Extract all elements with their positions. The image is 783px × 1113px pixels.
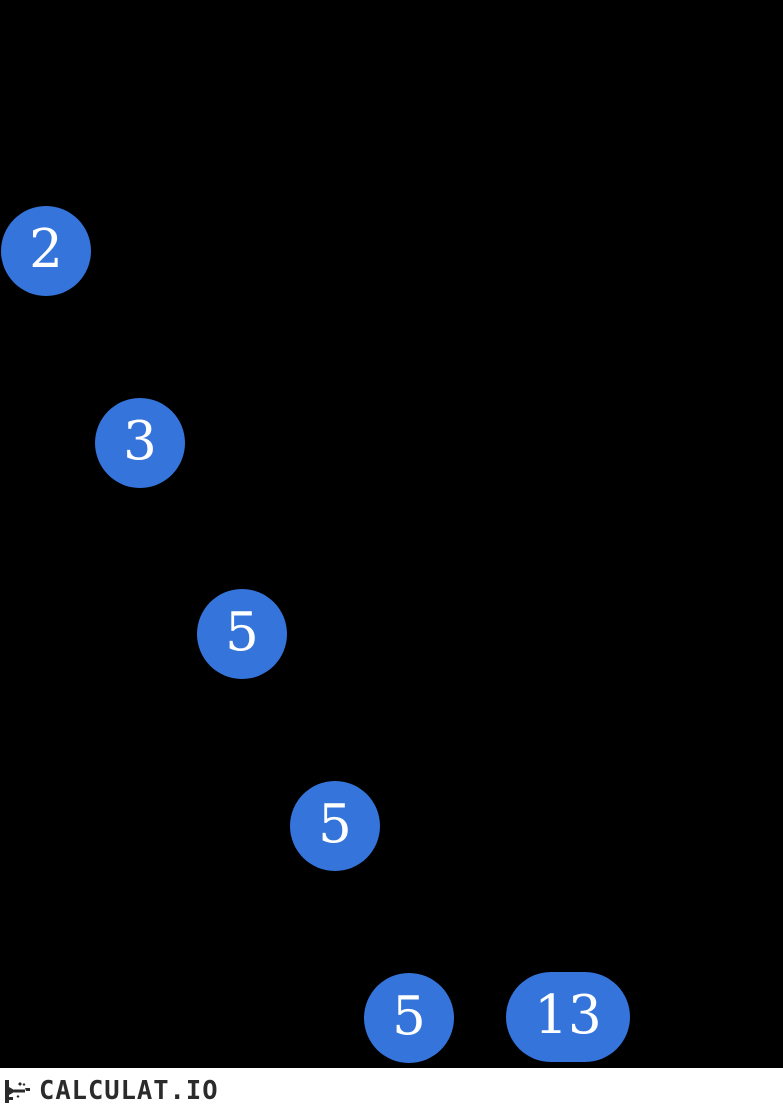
factor-node[interactable]: 5 [364,973,454,1063]
factor-node-label: 13 [534,984,602,1046]
factor-node-label: 5 [225,601,259,663]
factor-node-label: 2 [29,218,63,280]
factor-node[interactable]: 5 [197,589,287,679]
factor-node-label: 5 [392,985,426,1047]
calculatio-logo[interactable]: CALCULAT.IO [4,1078,222,1105]
factor-node[interactable]: 5 [290,781,380,871]
calculatio-wrench-icon [5,1080,30,1103]
diagram-canvas: 2 3 5 5 5 13 [0,0,783,1068]
factor-node[interactable]: 3 [95,398,185,488]
factor-node[interactable]: 13 [506,972,630,1062]
footer-bar: CALCULAT.IO [0,1068,783,1113]
logo-wordmark: CALCULAT.IO [39,1076,219,1106]
factor-node-label: 5 [318,793,352,855]
factor-node-label: 3 [123,410,157,472]
factor-node[interactable]: 2 [1,206,91,296]
